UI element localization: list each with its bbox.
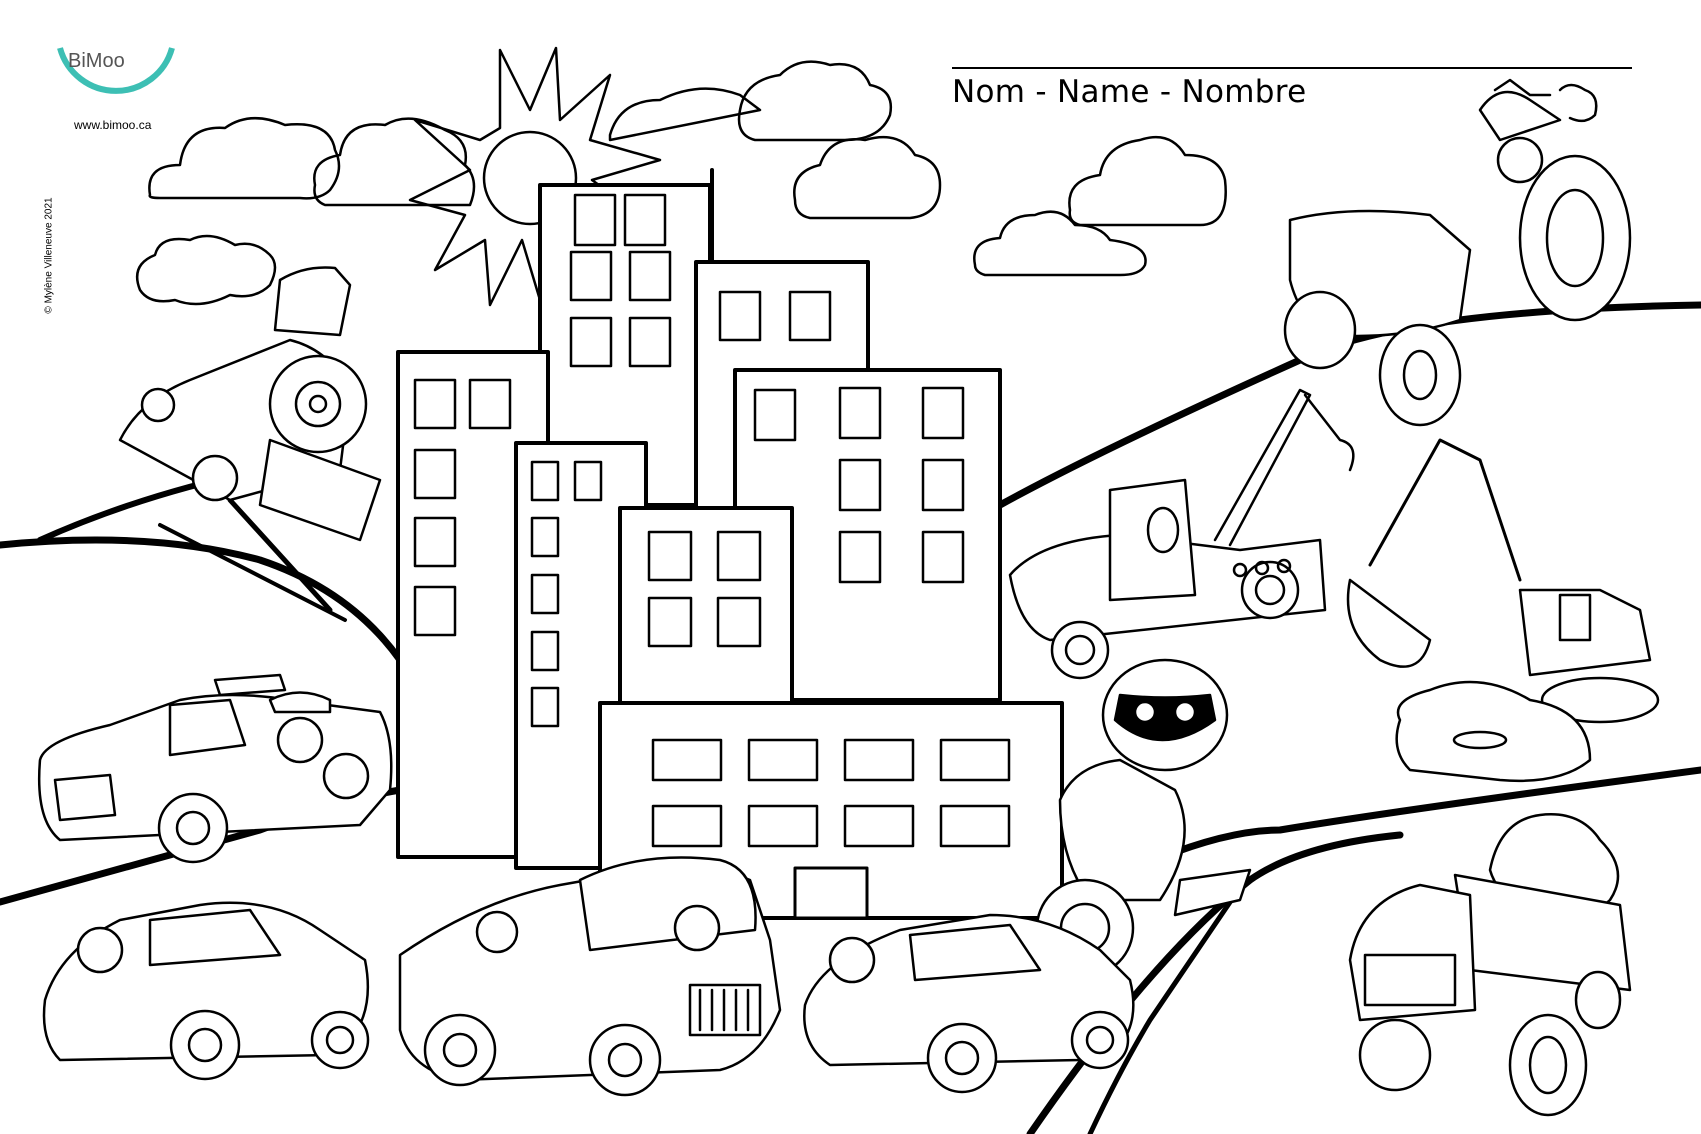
car-left [42, 901, 370, 1081]
school-bus [398, 856, 782, 1097]
name-label: Nom - Name - Nombre [952, 74, 1307, 110]
website-url[interactable]: www.bimoo.ca [74, 118, 152, 132]
hill-left [0, 536, 404, 664]
cloud-icon [1068, 135, 1227, 227]
road-center [1087, 877, 1248, 1134]
cloud-icon [148, 116, 341, 200]
cloud-icon [608, 87, 762, 142]
cloud-icon [737, 60, 893, 142]
bimoo-logo[interactable]: BiMoo [54, 44, 184, 144]
excavator [1346, 438, 1660, 783]
steam-train [37, 266, 382, 622]
car-middle [803, 913, 1135, 1094]
motorcycle-rider [1035, 658, 1252, 978]
police-car [37, 673, 393, 864]
cloud-icon [793, 135, 942, 220]
smoke-cloud-icon [135, 234, 277, 306]
city-buildings [396, 168, 1064, 920]
tractor [1283, 78, 1632, 427]
building-small [618, 506, 794, 710]
dump-truck [1348, 813, 1632, 1117]
building-door [793, 866, 869, 920]
clouds [135, 60, 1227, 306]
name-line[interactable] [952, 67, 1632, 69]
tow-truck [1008, 388, 1355, 680]
road-right-upper [1156, 766, 1701, 862]
logo-text: BiMoo [68, 50, 125, 72]
logo-arc-icon [57, 47, 175, 94]
cloud-icon [973, 210, 1147, 277]
